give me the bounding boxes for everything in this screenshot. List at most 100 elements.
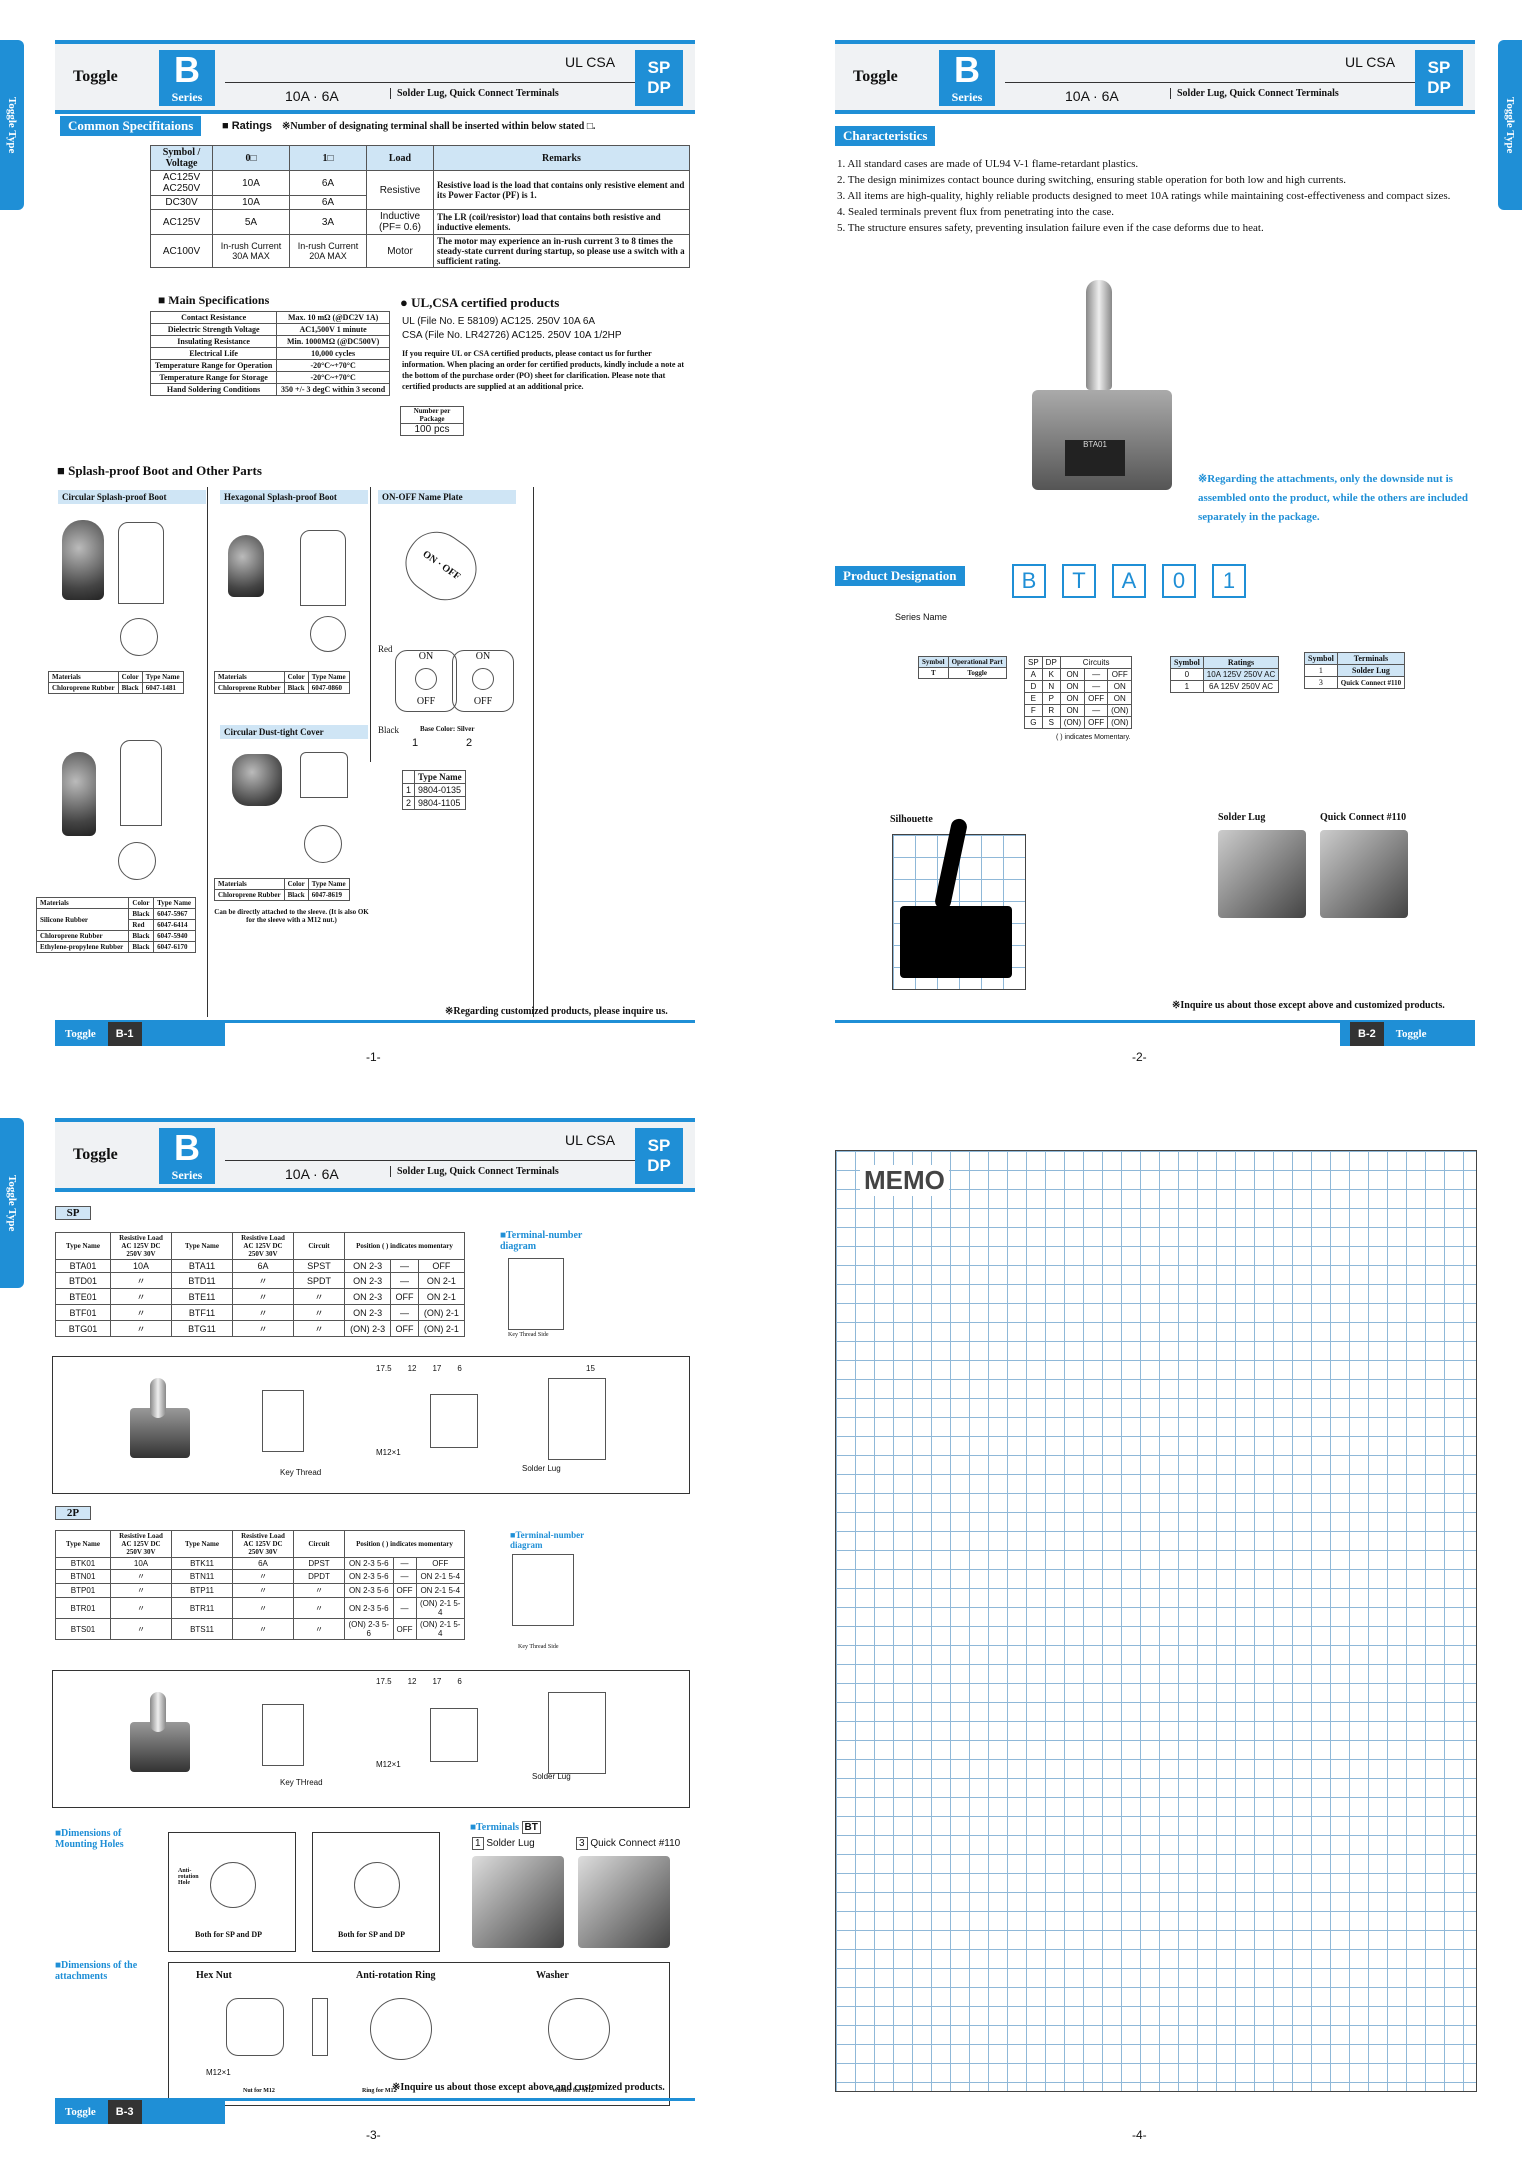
- side-tab: Toggle Type: [0, 40, 24, 210]
- long-boot-drawing: [120, 740, 162, 826]
- nameplate-drawing: ON · OFF: [393, 519, 489, 613]
- hex-boot-bottom-view: [310, 616, 346, 652]
- header-rating: 10A · 6A: [1065, 88, 1119, 104]
- ring-for: Ring for M12: [362, 2088, 397, 2094]
- hex-boot-label: Hexagonal Splash-proof Boot: [220, 490, 368, 504]
- sp-terminal-diagram-title: ■Terminal-number diagram: [500, 1230, 583, 1252]
- sp-end-view: [548, 1378, 606, 1460]
- ulcsa-note: If you require UL or CSA certified produ…: [402, 349, 685, 391]
- long-boot-bottom-view: [118, 842, 156, 880]
- inquire-note: ※Inquire us about those except above and…: [392, 2082, 665, 2093]
- plate-base: Base Color: Silver: [420, 725, 475, 733]
- memo-title: MEMO: [860, 1165, 949, 1196]
- sp-front-view: [262, 1390, 304, 1452]
- sp-dim-15: 15: [586, 1364, 595, 1373]
- ul-line: UL (File No. E 58109) AC125. 250V 10A 6A: [402, 316, 596, 327]
- ul-csa: UL CSA: [565, 1132, 616, 1148]
- dust-cover-bottom-view: [304, 825, 342, 863]
- characteristics-list: 1. All standard cases are made of UL94 V…: [837, 158, 1451, 234]
- dp-solder-lug: Solder Lug: [532, 1772, 571, 1781]
- switch-lever: [1086, 280, 1112, 390]
- dp-key-thread-side: Key Thread Side: [518, 1644, 559, 1650]
- circ-boot-bottom-view: [120, 618, 158, 656]
- page-4: MEMO -4-: [780, 1078, 1520, 2142]
- page-number: -1-: [366, 1050, 381, 1064]
- sp-switch-lever: [150, 1378, 166, 1418]
- terminals-title: ■Terminals BT: [470, 1821, 541, 1834]
- series-name: Series Name: [895, 612, 948, 622]
- long-boot-photo: [62, 752, 96, 836]
- dp-switch-lever: [150, 1692, 166, 1732]
- header-rating: 10A · 6A: [285, 1166, 339, 1182]
- inquire-note: ※Inquire us about those except above and…: [1172, 1000, 1445, 1011]
- dp-thread: M12×1: [376, 1760, 401, 1769]
- hex-nut-side: [312, 1998, 328, 2056]
- customized-note: ※Regarding customized products, please i…: [445, 1006, 668, 1017]
- dp-terminal-diagram-title: ■Terminal-number diagram: [510, 1530, 584, 1550]
- sp-thread: M12×1: [376, 1448, 401, 1457]
- footer: [835, 1020, 1475, 1043]
- both-sp-dp-2: Both for SP and DP: [338, 1930, 405, 1939]
- circ-boot-label: Circular Splash-proof Boot: [58, 490, 206, 504]
- hex-boot-photo: [228, 535, 264, 597]
- washer-for: Washer for M12: [552, 2088, 594, 2094]
- both-sp-dp-1: Both for SP and DP: [195, 1930, 262, 1939]
- page-number: -3-: [366, 2128, 381, 2142]
- ul-csa: UL CSA: [565, 54, 616, 70]
- footer: [55, 2098, 695, 2121]
- csa-line: CSA (File No. LR42726) AC125. 250V 10A 1…: [402, 330, 622, 341]
- package-box: Number per Package 100 pcs: [400, 406, 464, 436]
- ul-csa: UL CSA: [1345, 54, 1396, 70]
- table-row: Temperature Range for Storage-20°C~+70°C: [149, 371, 390, 384]
- sp-terminal-diagram: [508, 1258, 564, 1330]
- header-toggle: Toggle: [853, 68, 898, 85]
- plate-red: Red: [378, 644, 393, 654]
- dust-cover-label: Circular Dust-tight Cover: [220, 725, 368, 739]
- sp-label: SP: [55, 1206, 91, 1220]
- switch-body-label: BTA01: [1065, 440, 1125, 476]
- sp-side-view: [430, 1394, 478, 1448]
- anti-ring-drawing: [370, 1998, 432, 2060]
- quick-connect-label: Quick Connect #110: [1320, 812, 1407, 823]
- dp-dims-top: 17.5 12 17 6: [376, 1677, 462, 1686]
- terminal-solder-drawing: [472, 1856, 564, 1948]
- terminal-qc-drawing: [578, 1856, 670, 1948]
- section-product-designation: Product Designation: [835, 566, 965, 586]
- anti-rotation-hole: Anti-rotation Hole: [178, 1868, 199, 1886]
- splash-title: ■ Splash-proof Boot and Other Parts: [57, 463, 262, 478]
- table-row: BTR01〃BTR11〃〃ON 2-3 5-6—(ON) 2-1 5-4: [55, 1597, 465, 1619]
- hex-nut-thread: M12×1: [206, 2068, 231, 2077]
- attach-title: ■Dimensions of the attachments: [55, 1960, 138, 1982]
- attach-note: ※Regarding the attachments, only the dow…: [1198, 473, 1469, 523]
- washer-drawing: [548, 1998, 610, 2060]
- dp-label: 2P: [55, 1506, 91, 1520]
- dust-cover-photo: [232, 754, 282, 806]
- nut-for: Nut for M12: [243, 2088, 275, 2094]
- dp-side-view: [430, 1708, 478, 1762]
- plate-black: Black: [378, 725, 399, 735]
- header-terminals: Solder Lug, Quick Connect Terminals: [390, 1166, 559, 1177]
